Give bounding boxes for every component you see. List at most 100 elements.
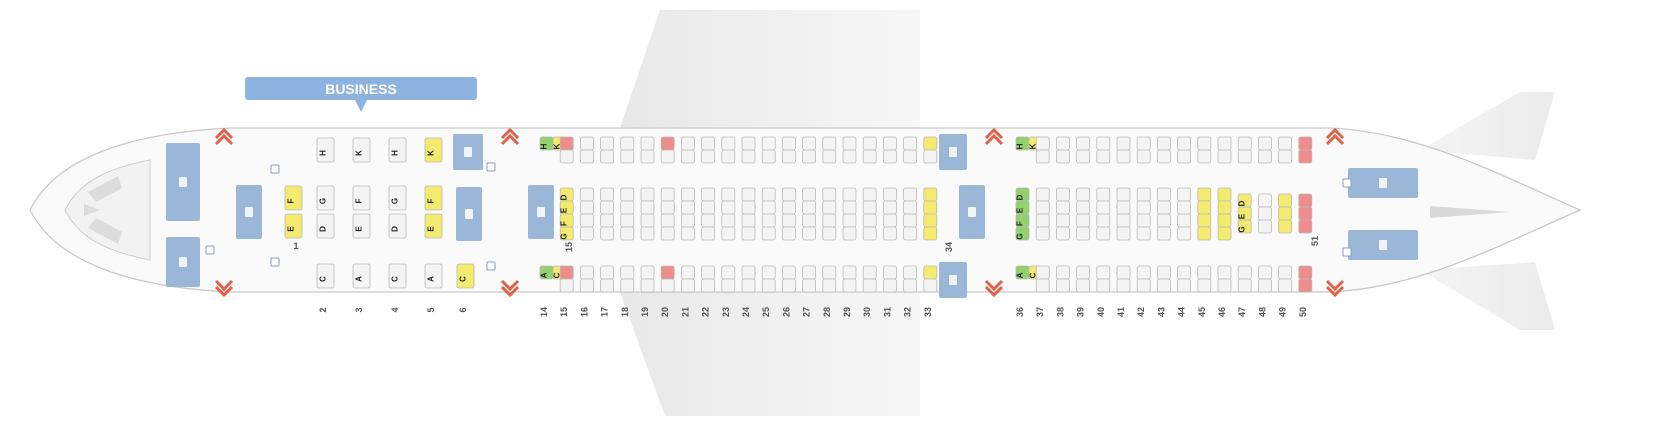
economy-seat[interactable] bbox=[903, 278, 917, 293]
economy-seat[interactable] bbox=[862, 187, 877, 202]
economy-seat[interactable] bbox=[721, 265, 736, 280]
economy-seat[interactable] bbox=[842, 149, 857, 164]
economy-seat[interactable] bbox=[559, 265, 574, 280]
economy-seat[interactable] bbox=[1298, 136, 1313, 151]
economy-seat[interactable] bbox=[1136, 187, 1151, 202]
economy-seat[interactable] bbox=[600, 200, 614, 215]
economy-seat[interactable] bbox=[1157, 149, 1171, 164]
economy-seat[interactable] bbox=[1035, 149, 1050, 164]
economy-seat[interactable] bbox=[559, 136, 574, 151]
economy-seat[interactable] bbox=[1116, 149, 1131, 164]
economy-seat[interactable] bbox=[1096, 149, 1111, 164]
economy-seat[interactable] bbox=[1177, 278, 1191, 293]
economy-seat[interactable] bbox=[761, 226, 776, 241]
economy-seat[interactable] bbox=[1177, 136, 1191, 151]
economy-seat[interactable] bbox=[701, 136, 715, 151]
economy-seat[interactable] bbox=[600, 226, 614, 241]
economy-seat[interactable]: H bbox=[540, 136, 554, 151]
economy-seat[interactable] bbox=[681, 213, 695, 228]
economy-seat[interactable] bbox=[1278, 206, 1292, 221]
economy-seat[interactable] bbox=[782, 265, 796, 280]
economy-seat[interactable] bbox=[822, 226, 837, 241]
economy-seat[interactable] bbox=[721, 226, 736, 241]
economy-seat[interactable] bbox=[620, 187, 635, 202]
economy-seat[interactable] bbox=[822, 278, 837, 293]
economy-seat[interactable] bbox=[1278, 136, 1292, 151]
business-seat[interactable]: F bbox=[352, 185, 371, 211]
economy-seat[interactable] bbox=[923, 149, 938, 164]
economy-seat[interactable] bbox=[741, 213, 756, 228]
economy-seat[interactable] bbox=[701, 213, 715, 228]
economy-seat[interactable] bbox=[660, 200, 675, 215]
economy-seat[interactable] bbox=[782, 200, 796, 215]
economy-seat[interactable] bbox=[862, 200, 877, 215]
economy-seat[interactable] bbox=[741, 278, 756, 293]
economy-seat[interactable] bbox=[822, 265, 837, 280]
economy-seat[interactable] bbox=[640, 265, 655, 280]
economy-seat[interactable] bbox=[761, 187, 776, 202]
economy-seat[interactable] bbox=[1035, 200, 1050, 215]
economy-seat[interactable] bbox=[600, 187, 614, 202]
economy-seat[interactable] bbox=[1096, 278, 1111, 293]
economy-seat[interactable]: F bbox=[560, 213, 574, 228]
economy-seat[interactable] bbox=[802, 265, 816, 280]
economy-seat[interactable] bbox=[802, 213, 816, 228]
economy-seat[interactable] bbox=[782, 136, 796, 151]
economy-seat[interactable] bbox=[1056, 226, 1070, 241]
business-seat[interactable]: D bbox=[388, 213, 407, 239]
economy-seat[interactable] bbox=[822, 200, 837, 215]
economy-seat[interactable] bbox=[580, 278, 594, 293]
economy-seat[interactable] bbox=[883, 226, 897, 241]
economy-seat[interactable] bbox=[1035, 278, 1050, 293]
economy-seat[interactable] bbox=[1076, 213, 1090, 228]
economy-seat[interactable] bbox=[1217, 278, 1232, 293]
economy-seat[interactable] bbox=[660, 278, 675, 293]
economy-seat[interactable] bbox=[1136, 226, 1151, 241]
economy-seat[interactable] bbox=[1096, 226, 1111, 241]
economy-seat[interactable] bbox=[842, 187, 857, 202]
economy-seat[interactable] bbox=[862, 213, 877, 228]
economy-seat[interactable] bbox=[1177, 265, 1191, 280]
economy-seat[interactable] bbox=[1136, 136, 1151, 151]
economy-seat[interactable] bbox=[701, 226, 715, 241]
economy-seat[interactable] bbox=[681, 278, 695, 293]
business-seat[interactable]: G bbox=[388, 185, 407, 211]
economy-seat[interactable] bbox=[1217, 265, 1232, 280]
economy-seat[interactable] bbox=[1258, 149, 1272, 164]
economy-seat[interactable] bbox=[1035, 136, 1050, 151]
economy-seat[interactable] bbox=[1197, 226, 1212, 241]
economy-seat[interactable] bbox=[1157, 136, 1171, 151]
economy-seat[interactable] bbox=[580, 213, 594, 228]
economy-seat[interactable] bbox=[701, 149, 715, 164]
economy-seat[interactable] bbox=[1258, 136, 1272, 151]
economy-seat[interactable] bbox=[1116, 226, 1131, 241]
economy-seat[interactable] bbox=[883, 200, 897, 215]
economy-seat[interactable] bbox=[1157, 278, 1171, 293]
economy-seat[interactable] bbox=[1237, 265, 1252, 280]
economy-seat[interactable]: A bbox=[1016, 265, 1030, 280]
economy-seat[interactable] bbox=[903, 187, 917, 202]
economy-seat[interactable] bbox=[1076, 200, 1090, 215]
economy-seat[interactable] bbox=[782, 149, 796, 164]
economy-seat[interactable] bbox=[681, 265, 695, 280]
economy-seat[interactable] bbox=[660, 149, 675, 164]
economy-seat[interactable] bbox=[923, 187, 938, 202]
economy-seat[interactable] bbox=[1197, 265, 1212, 280]
economy-seat[interactable] bbox=[1278, 219, 1292, 234]
economy-seat[interactable] bbox=[883, 265, 897, 280]
economy-seat[interactable] bbox=[822, 136, 837, 151]
economy-seat[interactable] bbox=[1056, 200, 1070, 215]
economy-seat[interactable] bbox=[761, 200, 776, 215]
economy-seat[interactable] bbox=[1278, 278, 1292, 293]
business-seat[interactable]: C bbox=[456, 263, 475, 289]
economy-seat[interactable] bbox=[1258, 265, 1272, 280]
economy-seat[interactable] bbox=[1096, 265, 1111, 280]
economy-seat[interactable] bbox=[1157, 200, 1171, 215]
economy-seat[interactable] bbox=[580, 187, 594, 202]
economy-seat[interactable] bbox=[1056, 265, 1070, 280]
economy-seat[interactable] bbox=[1298, 149, 1313, 164]
economy-seat[interactable]: F bbox=[1016, 213, 1030, 228]
economy-seat[interactable] bbox=[1197, 200, 1212, 215]
business-seat[interactable]: E bbox=[352, 213, 371, 239]
economy-seat[interactable] bbox=[721, 278, 736, 293]
